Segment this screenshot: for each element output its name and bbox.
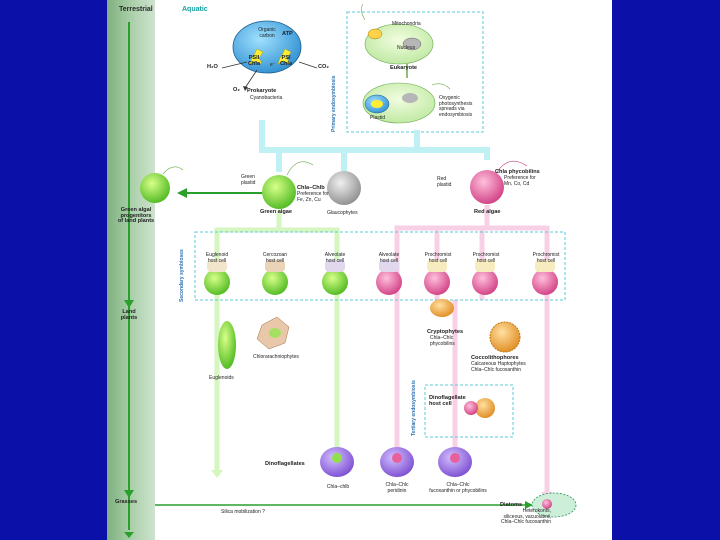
cryptophyte-cell bbox=[430, 299, 454, 317]
cyanobacteria-label: Cyanobacteria bbox=[250, 95, 283, 101]
primary-endosymbiosis-label: Primary endosymbiosis bbox=[331, 75, 337, 132]
cyanobacterium-cell bbox=[232, 20, 302, 74]
progenitor-cell bbox=[140, 173, 170, 203]
prokaryote-title: Prokaryote bbox=[247, 88, 277, 94]
silica-label: Silica mobilization ? bbox=[221, 509, 265, 515]
dino-chlb-label: Chla–chlb bbox=[326, 484, 350, 490]
prochromist-host-2 bbox=[472, 269, 498, 295]
psii-label: PSII Chla bbox=[247, 55, 261, 67]
figure-panel: Terrestrial Aquatic Organic carbon ATP P… bbox=[107, 0, 612, 540]
diatom-cell bbox=[531, 492, 577, 518]
eukaryote-cell bbox=[364, 23, 434, 65]
psi-label: PSI Chla bbox=[279, 55, 293, 67]
chla-phyco-label: Chla phycobilins bbox=[495, 169, 540, 175]
chlorarachniophytes-label: Chlorarachniophytes bbox=[253, 354, 299, 360]
plastid-label: Plastid bbox=[370, 115, 386, 121]
alveolate-host-green bbox=[322, 269, 348, 295]
host-label-alveolate-2: Alveolate host cell bbox=[378, 252, 400, 264]
secondary-symbioses-label: Secondary symbioses bbox=[179, 249, 185, 302]
primary-endosymbiosis-box bbox=[346, 11, 484, 133]
chla-chlb-pref-label: Preference for Fe, Zn, Cu bbox=[297, 191, 329, 203]
coccolithophore-cell bbox=[489, 321, 521, 353]
euglenoid-cell bbox=[218, 321, 236, 369]
cercozoan-host bbox=[262, 269, 288, 295]
host-label-euglenoid: Euglenoid host cell bbox=[205, 252, 229, 264]
dino-fuco-label: Chla–Chlc fucoxanthin or phycobilins bbox=[429, 482, 487, 494]
plastid-cell bbox=[362, 82, 436, 124]
green-plastid-label: Green plastid bbox=[241, 174, 256, 186]
green-algae-cell bbox=[262, 175, 296, 209]
prochromist-host-3 bbox=[532, 269, 558, 295]
terrestrial-band bbox=[107, 0, 155, 540]
glaucophytes-label: Glaucophytes bbox=[327, 210, 358, 216]
red-algae-cell bbox=[470, 170, 504, 204]
terrestrial-header: Terrestrial bbox=[119, 6, 153, 13]
oxygenic-label: Oxygenic photosynthesis spreads via endo… bbox=[439, 95, 473, 118]
co2-label: CO₂ bbox=[318, 64, 329, 70]
land-plants-label: Land plants bbox=[120, 309, 138, 321]
alveolate-host-red bbox=[376, 269, 402, 295]
host-label-cercozoan: Cercozoan host cell bbox=[262, 252, 288, 264]
euglenoid-host bbox=[204, 269, 230, 295]
mitochondria-label: Mitochondria bbox=[392, 21, 421, 27]
tertiary-endosymbiosis-label: Tertiary endosymbiosis bbox=[411, 380, 417, 436]
coccolithophores-label: Coccolithophores bbox=[471, 355, 519, 361]
progenitors-label: Green algal progenitors of land plants bbox=[117, 207, 155, 225]
atp-label: ATP bbox=[282, 31, 293, 37]
coccolithophores-sub-label: Calcareous Haptophytes Chla–Chlc fucoxan… bbox=[471, 361, 526, 373]
chla-chlb-label: Chla–Chlb bbox=[297, 185, 325, 191]
green-algae-label: Green algae bbox=[260, 209, 293, 215]
eukaryote-label: Eukaryote bbox=[390, 65, 418, 71]
host-label-prochromist-2: Prochromist host cell bbox=[472, 252, 500, 264]
cryptophytes-pigment-label: Chla–Chlc phycobilins bbox=[430, 335, 455, 347]
grasses-label: Grasses bbox=[115, 499, 138, 505]
red-plastid-label: Red plastid bbox=[437, 176, 452, 188]
cryptophytes-label: Cryptophytes bbox=[427, 329, 464, 335]
electron-label: e⁻ bbox=[270, 62, 276, 68]
dino-host-cell bbox=[475, 398, 495, 418]
diatoms-label: Diatoms bbox=[500, 502, 523, 508]
organic-carbon-label: Organic carbon bbox=[258, 27, 276, 39]
host-label-prochromist-3: Prochromist host cell bbox=[532, 252, 560, 264]
chla-phyco-pref-label: Preference for Mn, Co, Cd bbox=[504, 175, 536, 187]
secondary-symbioses-box bbox=[194, 231, 566, 301]
diagram-artwork bbox=[107, 0, 577, 540]
glaucophyte-cell bbox=[327, 171, 361, 205]
nucleus-label: Nucleus bbox=[397, 45, 416, 51]
euglenoids-label: Euglenoids bbox=[209, 375, 234, 381]
prochromist-host-1 bbox=[424, 269, 450, 295]
diatoms-sub-label: Heterokonts, siliceous, vacuolated, Chla… bbox=[500, 508, 551, 526]
dino-peridinin-label: Chla–Chlc peridinin bbox=[385, 482, 409, 494]
host-label-prochromist-1: Prochromist host cell bbox=[424, 252, 452, 264]
red-algae-label: Red algae bbox=[474, 209, 501, 215]
h2o-label: H₂O bbox=[207, 64, 218, 70]
o2-label: O₂ bbox=[233, 87, 240, 93]
dino-host-label: Dinoflagellate host cell bbox=[429, 395, 466, 407]
aquatic-header: Aquatic bbox=[182, 6, 208, 13]
dinoflagellates-label: Dinoflagellates bbox=[265, 461, 305, 467]
host-label-alveolate-1: Alveolate host cell bbox=[324, 252, 346, 264]
